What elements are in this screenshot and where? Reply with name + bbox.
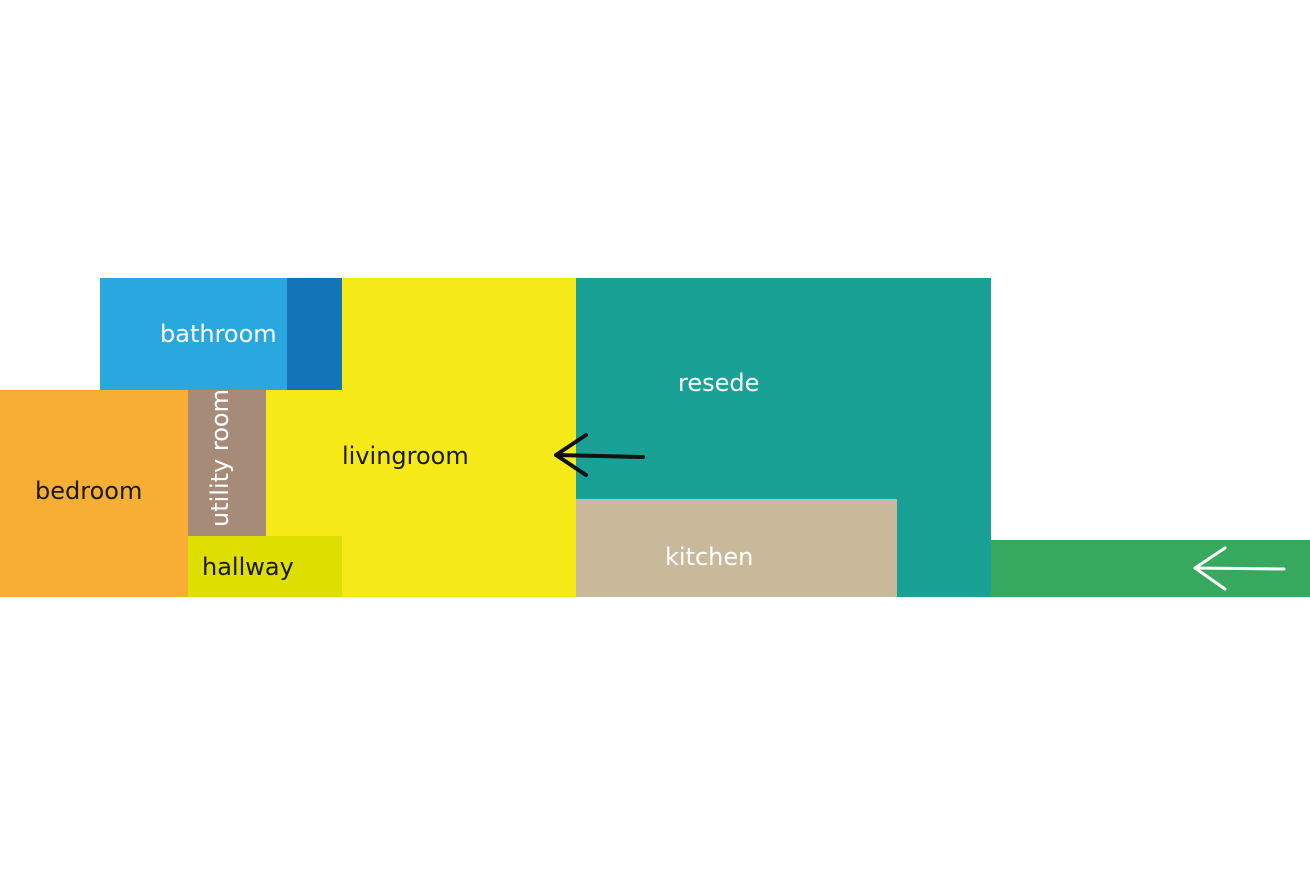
kitchen-label: kitchen [665, 543, 754, 571]
room-utility-room [188, 390, 266, 536]
bedroom-label: bedroom [35, 477, 143, 505]
utility-room-label: utility room [206, 389, 234, 527]
livingroom-arrow-icon [554, 433, 645, 477]
room-bedroom [0, 390, 188, 597]
room-hallway [188, 536, 342, 597]
room-bathroom-accent [287, 278, 342, 390]
room-kitchen [576, 499, 897, 597]
livingroom-label: livingroom [342, 442, 469, 470]
room-livingroom [342, 278, 576, 597]
hallway-label: hallway [202, 553, 294, 581]
room-bathroom [100, 278, 287, 390]
bathroom-label: bathroom [160, 320, 277, 348]
resede-label: resede [678, 369, 760, 397]
entrance-arrow-icon [1193, 546, 1286, 591]
room-livingroom-left [266, 390, 342, 536]
